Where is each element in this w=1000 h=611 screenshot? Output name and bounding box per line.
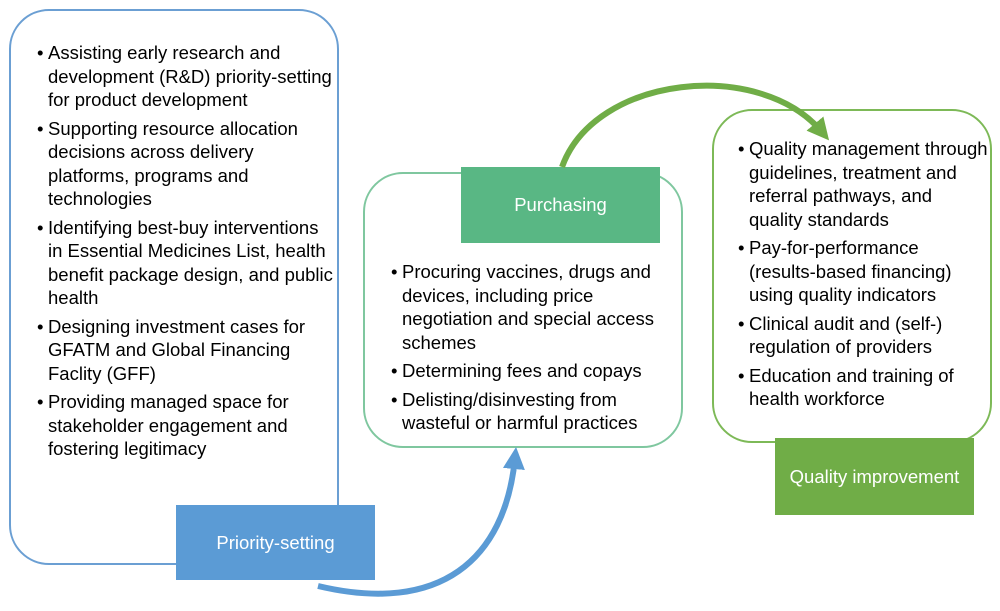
list-item-text: Procuring vaccines, drugs and devices, i…	[402, 261, 654, 353]
bullet-glyph: •	[738, 312, 745, 334]
purchasing-list: •Procuring vaccines, drugs and devices, …	[391, 260, 681, 440]
list-item-text: Identifying best-buy interventions in Es…	[48, 216, 333, 309]
bullet-glyph: •	[738, 138, 745, 159]
bullet-glyph: •	[37, 42, 44, 63]
bullet-glyph: •	[37, 216, 44, 238]
quality-improvement-panel: •Quality management through guidelines, …	[712, 109, 992, 443]
list-item-text: Determining fees and copays	[402, 360, 642, 381]
list-item-text: Education and training of health workfor…	[749, 364, 954, 410]
priority-setting-label: Priority-setting	[176, 505, 375, 580]
priority-setting-panel: •Assisting early research and developmen…	[9, 9, 339, 565]
list-item: •Education and training of health workfo…	[738, 364, 988, 411]
list-item: •Determining fees and copays	[391, 359, 681, 383]
priority-setting-list: •Assisting early research and developmen…	[37, 41, 337, 466]
list-item: •Procuring vaccines, drugs and devices, …	[391, 260, 681, 354]
list-item: •Providing managed space for stakeholder…	[37, 390, 337, 461]
bullet-glyph: •	[391, 261, 398, 282]
list-item: •Supporting resource allocation decision…	[37, 117, 337, 211]
list-item-text: Clinical audit and (self-) regulation of…	[749, 312, 943, 358]
list-item: •Pay-for-performance (results-based fina…	[738, 236, 988, 307]
list-item-text: Assisting early research and development…	[48, 42, 332, 110]
list-item: •Identifying best-buy interventions in E…	[37, 216, 337, 310]
bullet-glyph: •	[37, 391, 44, 412]
list-item-text: Designing investment cases for GFATM and…	[48, 315, 306, 384]
bullet-glyph: •	[738, 237, 745, 258]
list-item-text: Delisting/disinvesting from wasteful or …	[402, 388, 638, 434]
list-item: •Delisting/disinvesting from wasteful or…	[391, 388, 681, 435]
list-item-text: Supporting resource allocation decisions…	[48, 117, 298, 210]
list-item: •Assisting early research and developmen…	[37, 41, 337, 112]
bullet-glyph: •	[37, 315, 44, 337]
bullet-glyph: •	[37, 117, 44, 139]
quality-improvement-list: •Quality management through guidelines, …	[738, 137, 988, 416]
list-item-text: Pay-for-performance (results-based finan…	[749, 237, 952, 305]
bullet-glyph: •	[391, 388, 398, 410]
bullet-glyph: •	[391, 360, 398, 381]
quality-improvement-label: Quality improvement	[775, 438, 974, 515]
list-item: •Quality management through guidelines, …	[738, 137, 988, 231]
list-item-text: Quality management through guidelines, t…	[749, 138, 988, 230]
list-item-text: Providing managed space for stakeholder …	[48, 391, 289, 459]
purchasing-label: Purchasing	[461, 167, 660, 243]
list-item: •Designing investment cases for GFATM an…	[37, 315, 337, 386]
list-item: •Clinical audit and (self-) regulation o…	[738, 312, 988, 359]
bullet-glyph: •	[738, 364, 745, 386]
